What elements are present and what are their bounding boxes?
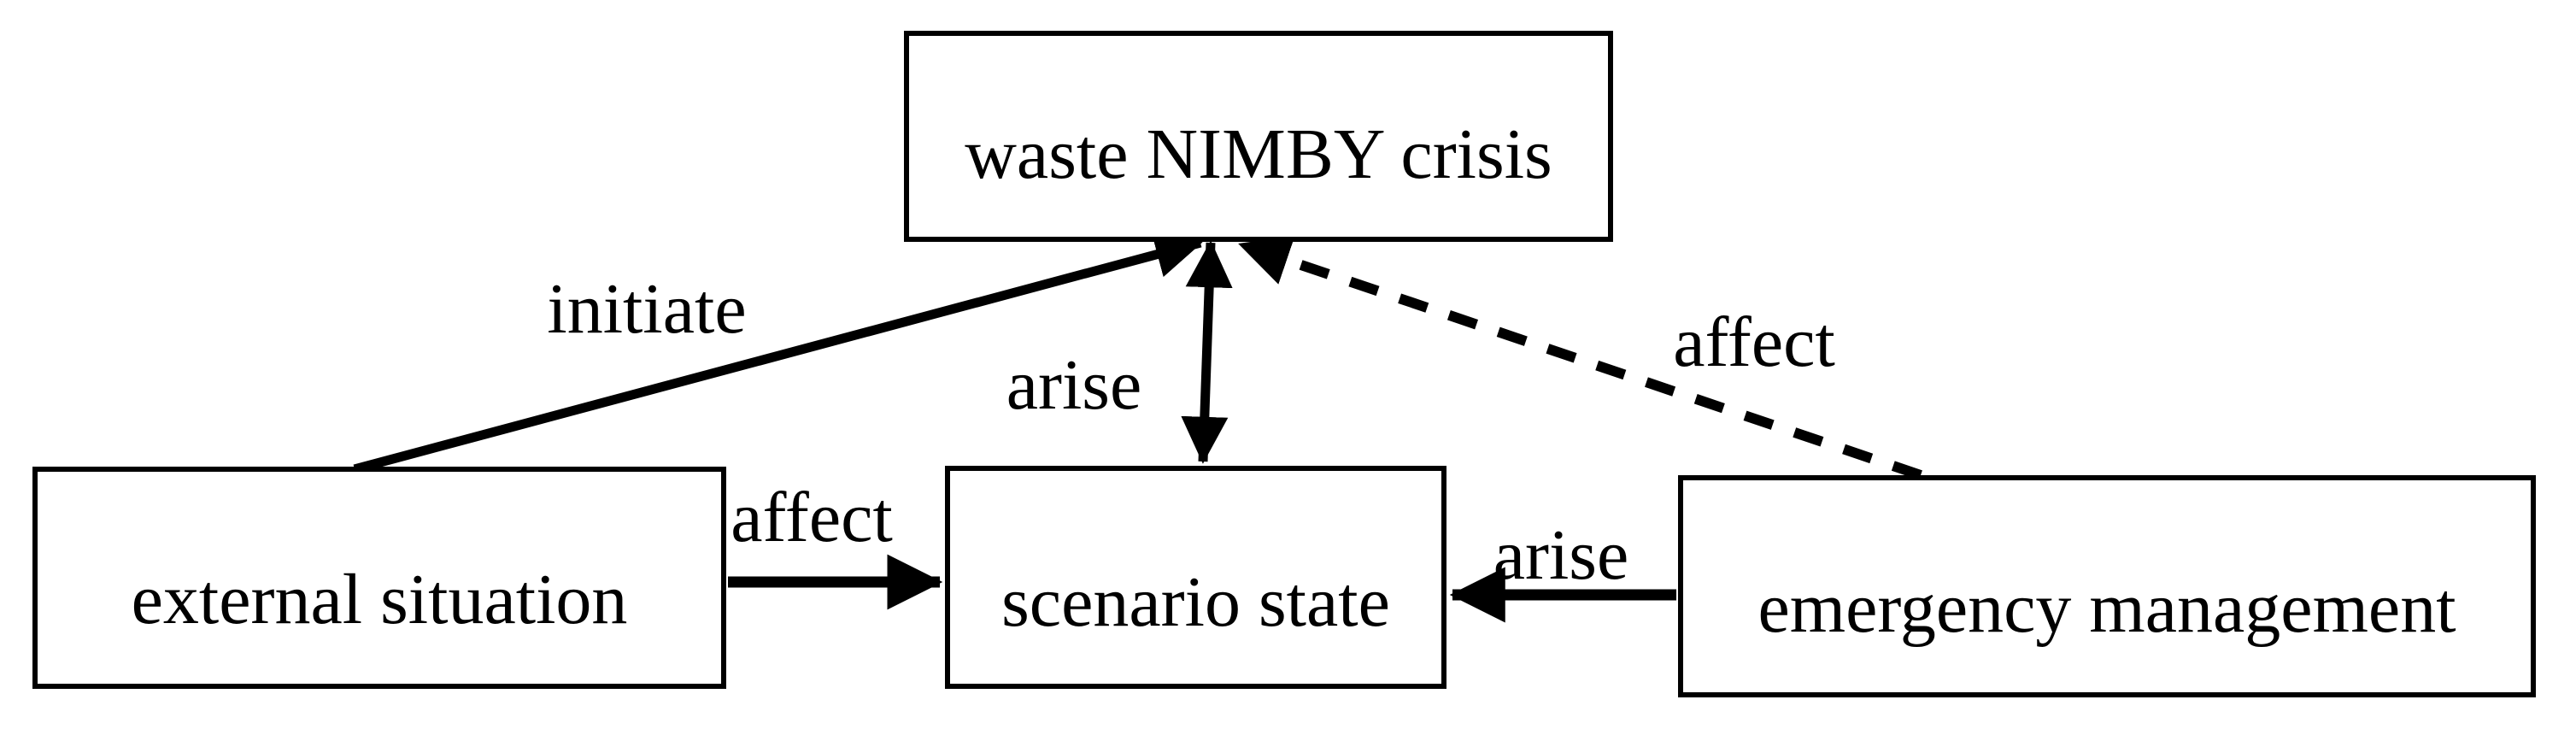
node-external-situation: external situation (32, 467, 726, 689)
node-external-situation-label: external situation (131, 560, 628, 639)
edge-initiate-line (353, 231, 1203, 474)
node-waste-nimby-crisis: waste NIMBY crisis (904, 31, 1613, 242)
edge-label-affect-horizontal: affect (731, 478, 893, 557)
edge-affect-dashed-line (1238, 235, 1922, 480)
node-emergency-management: emergency management (1678, 475, 2536, 697)
node-scenario-state-label: scenario state (1001, 562, 1390, 642)
node-waste-nimby-crisis-label: waste NIMBY crisis (965, 114, 1552, 194)
edge-label-initiate: initiate (547, 269, 747, 349)
node-scenario-state: scenario state (945, 466, 1446, 689)
edge-label-affect-dashed: affect (1673, 303, 1835, 382)
edge-label-arise-vertical: arise (1006, 345, 1142, 425)
edge-label-arise-horizontal: arise (1493, 515, 1629, 595)
node-emergency-management-label: emergency management (1757, 568, 2456, 648)
edge-arise-vertical-line (1181, 240, 1233, 464)
